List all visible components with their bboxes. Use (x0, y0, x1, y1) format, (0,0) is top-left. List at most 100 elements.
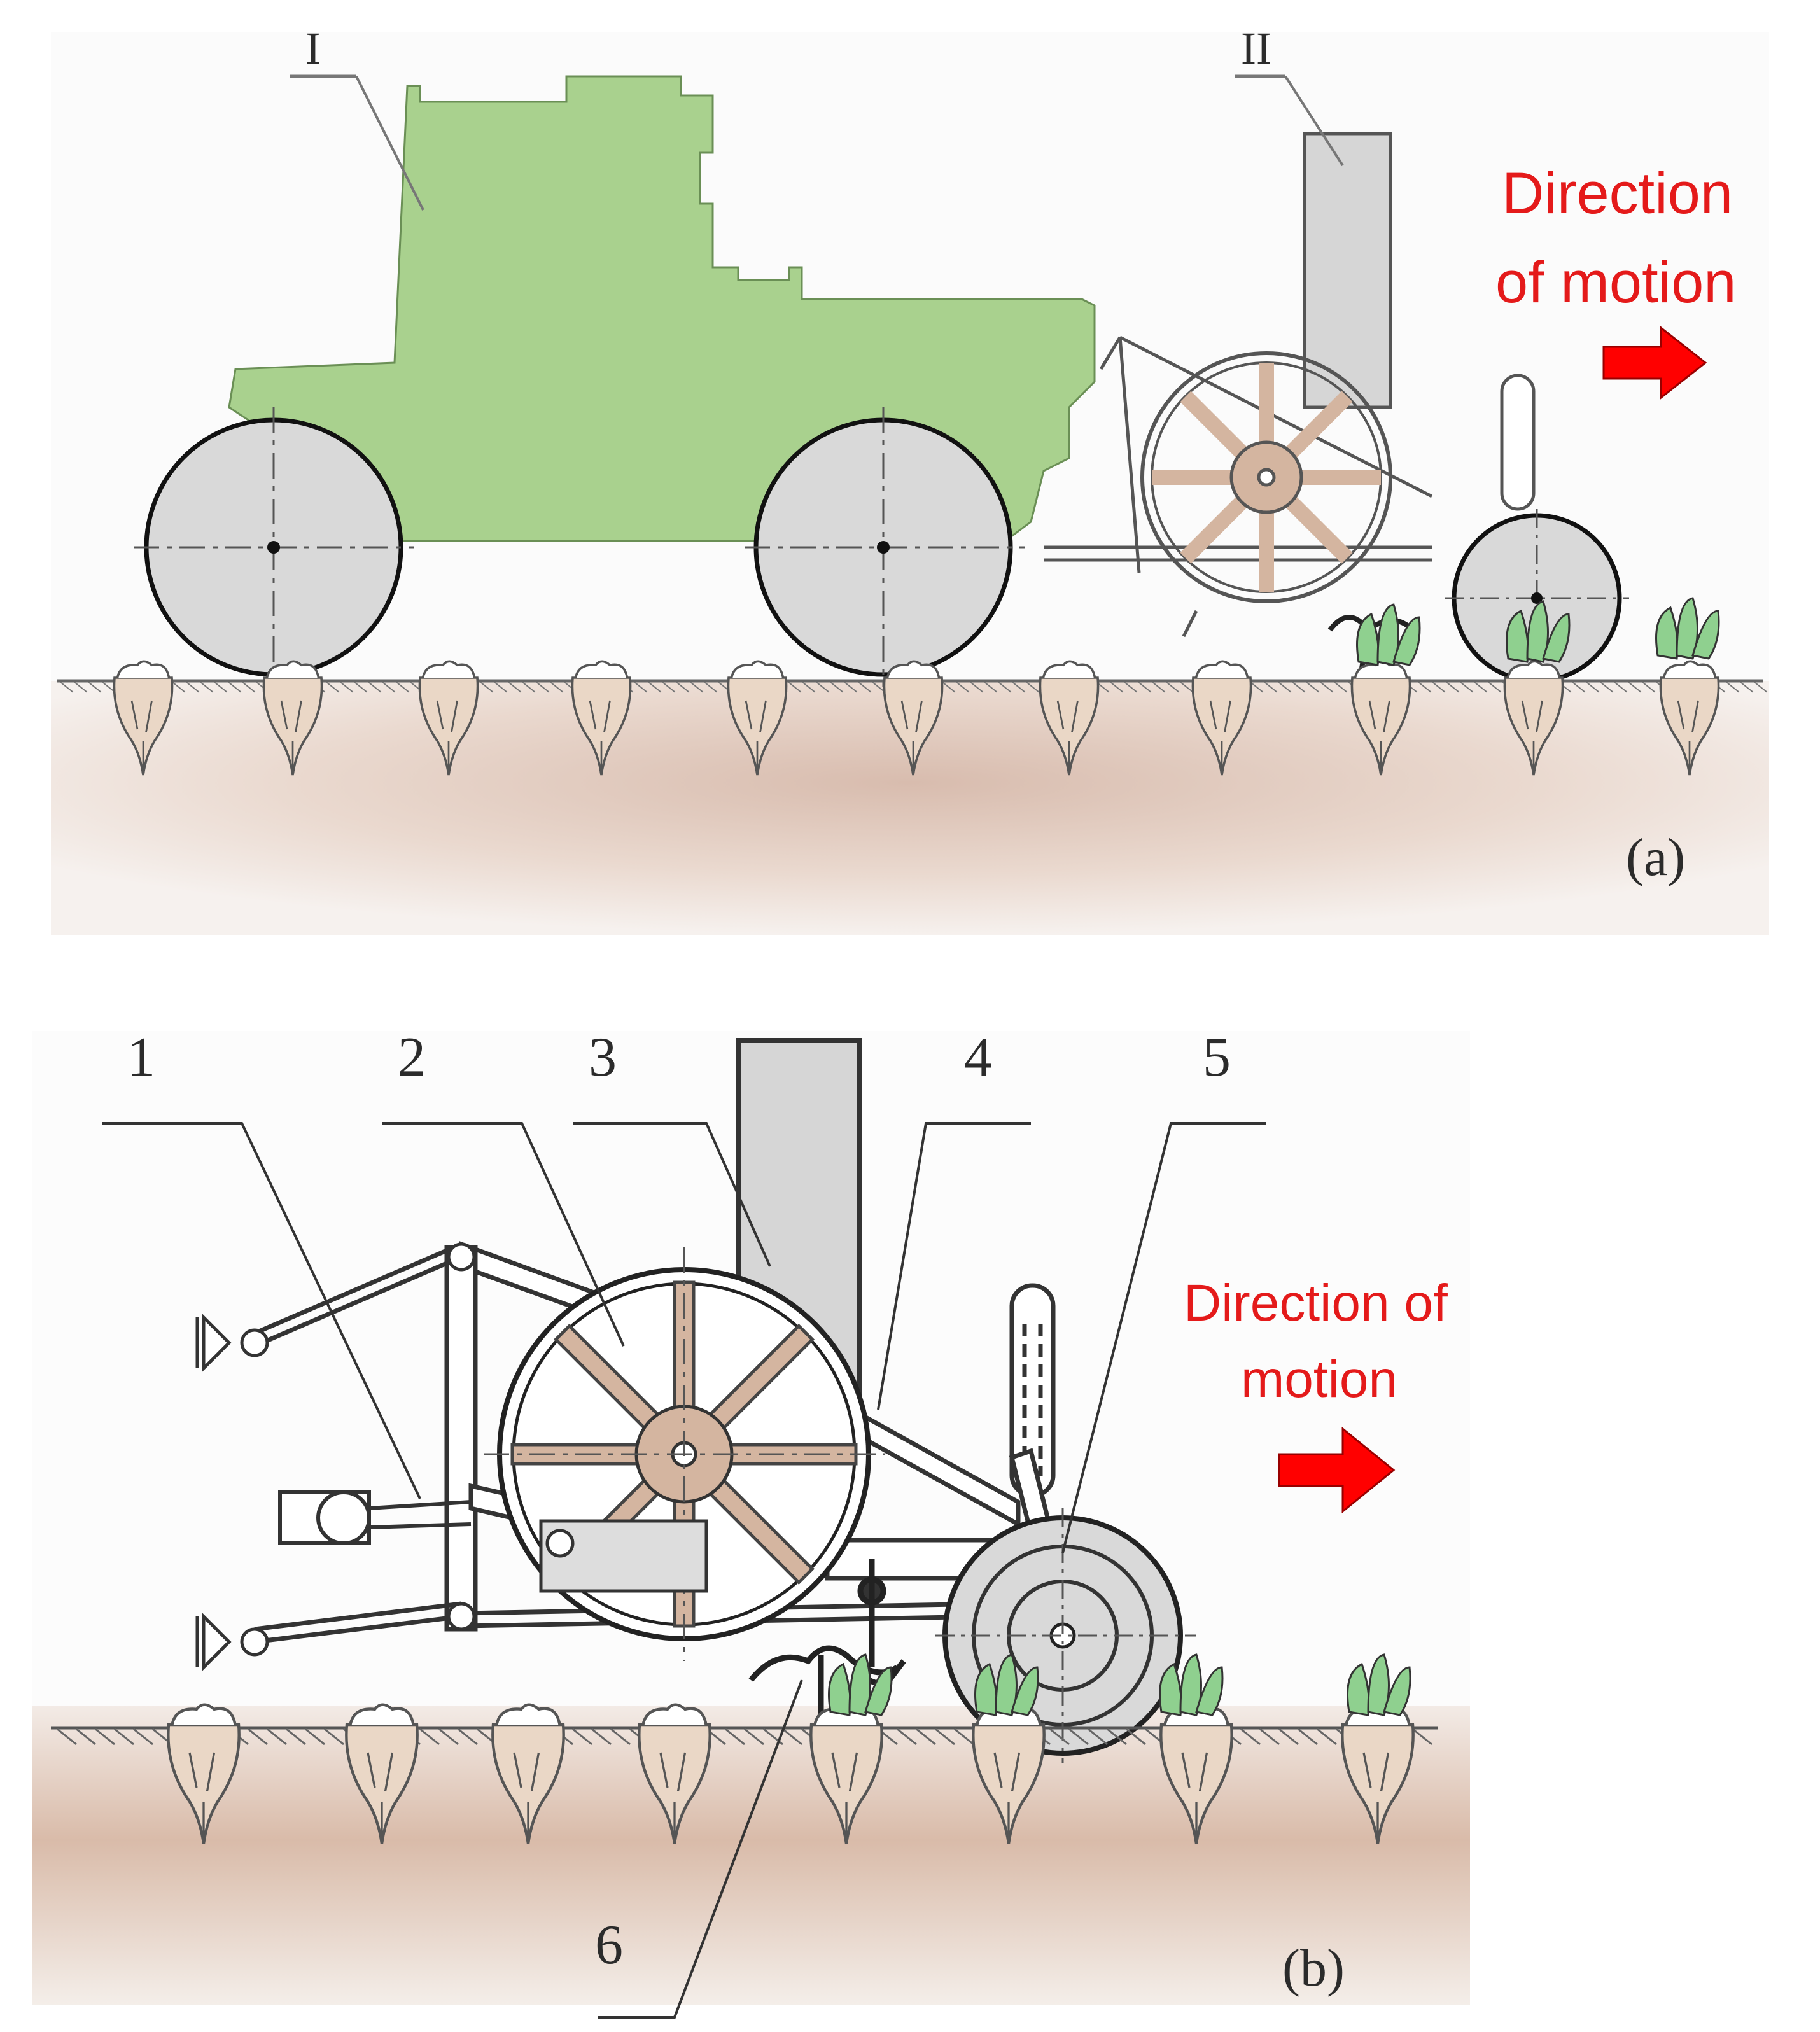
hatch-stroke (1460, 682, 1474, 693)
hatch-stroke (228, 682, 242, 693)
hatch-stroke (1152, 682, 1166, 693)
callout-6: 6 (595, 1914, 623, 1976)
direction-text-a-line1: Direction (1502, 161, 1733, 226)
hatch-stroke (550, 682, 564, 693)
hatch-stroke (676, 682, 690, 693)
hatch-stroke (1124, 682, 1138, 693)
hatch-stroke (1432, 682, 1446, 693)
hatch-stroke (102, 682, 116, 693)
callout-1: 1 (127, 1027, 155, 1088)
hatch-stroke (830, 682, 844, 693)
label-tractor: I (305, 23, 321, 74)
hatch-stroke (200, 682, 214, 693)
hatch-stroke (1292, 682, 1306, 693)
callout-labels: 1 2 3 4 5 6 (127, 1027, 1231, 1976)
hatch-stroke (368, 682, 382, 693)
callout-3: 3 (589, 1027, 617, 1088)
hatch-stroke (1259, 1728, 1280, 1746)
direction-text-a-line2: of motion (1495, 250, 1736, 315)
hatch-stroke (1126, 1728, 1146, 1746)
hatch-stroke (1474, 682, 1488, 693)
hatch-stroke (1628, 682, 1642, 693)
hatch-stroke (872, 682, 886, 693)
direction-text-b-line1: Direction of (1184, 1274, 1448, 1332)
hatch-stroke (1278, 1728, 1299, 1746)
hatch-stroke (572, 1728, 592, 1746)
hatch-stroke (1012, 682, 1026, 693)
hatch-stroke (458, 1728, 478, 1746)
hatch-stroke (1250, 682, 1264, 693)
hatch-stroke (340, 682, 354, 693)
hatch-stroke (1642, 682, 1656, 693)
hatch-stroke (114, 1728, 134, 1746)
hatch-stroke (782, 1728, 802, 1746)
hatch-stroke (242, 682, 256, 693)
hatch-stroke (324, 1728, 344, 1746)
hatch-stroke (648, 682, 662, 693)
hatch-stroke (1726, 682, 1740, 693)
hitch-points (195, 1242, 476, 1672)
hatch-stroke (1088, 1728, 1108, 1746)
direction-text-b-line2: motion (1241, 1350, 1397, 1408)
caption-b: (b) (1282, 1938, 1345, 1998)
hatch-stroke (725, 1728, 745, 1746)
hatch-stroke (438, 1728, 459, 1746)
hatch-stroke (1334, 682, 1348, 693)
hatch-stroke (1586, 682, 1600, 693)
leader-I-diag (355, 76, 424, 211)
hatch-stroke (536, 682, 550, 693)
hatch-stroke (897, 1728, 917, 1746)
hatch-stroke (1026, 682, 1040, 693)
hatch-stroke (214, 682, 228, 693)
hatch-stroke (984, 682, 998, 693)
cutter-tool (748, 1559, 906, 1718)
hatch-stroke (522, 682, 536, 693)
hatch-stroke (1320, 682, 1334, 693)
press-wheel (935, 1508, 1196, 1763)
label-machine: II (1241, 23, 1271, 74)
hatch-stroke (95, 1728, 115, 1746)
hatch-stroke (634, 682, 648, 693)
hatch-stroke (690, 682, 704, 693)
hatch-stroke (1138, 682, 1152, 693)
hatch-stroke (1488, 682, 1502, 693)
hatch-stroke (508, 682, 522, 693)
callout-5: 5 (1203, 1027, 1231, 1088)
mounted-machine (1044, 132, 1536, 638)
hatch-stroke (1412, 1728, 1432, 1746)
hatch-stroke (816, 682, 830, 693)
hatch-stroke (326, 682, 340, 693)
hatch-stroke (935, 1728, 955, 1746)
hatch-stroke (1306, 682, 1320, 693)
hatch-stroke (802, 682, 816, 693)
hatch-stroke (1446, 682, 1460, 693)
caption-a: (a) (1626, 828, 1685, 887)
panel-b: 1 2 3 4 5 6 Direction of motion (b) (32, 1027, 1470, 2019)
hatch-stroke (480, 682, 494, 693)
soil-background-b (32, 1706, 1470, 2005)
direction-arrow-a (1602, 325, 1707, 400)
hatch-stroke (1240, 1728, 1261, 1746)
hatch-stroke (970, 682, 984, 693)
hatch-stroke (1418, 682, 1432, 693)
hatch-stroke (76, 1728, 96, 1746)
hatch-stroke (1298, 1728, 1318, 1746)
hatch-stroke (1264, 682, 1278, 693)
direction-arrow-b (1278, 1426, 1396, 1514)
hatch-stroke (1107, 1728, 1127, 1746)
hatch-stroke (57, 1728, 77, 1746)
hatch-stroke (286, 1728, 306, 1746)
callout-2: 2 (398, 1027, 426, 1088)
hatch-stroke (494, 682, 508, 693)
hatch-stroke (610, 1728, 631, 1746)
leader-II-diag (1284, 75, 1344, 167)
hatch-stroke (916, 1728, 936, 1746)
hatch-stroke (1166, 682, 1180, 693)
hatch-stroke (1110, 682, 1124, 693)
hatch-stroke (1600, 682, 1614, 693)
hatch-stroke (1317, 1728, 1337, 1746)
hatch-stroke (1572, 682, 1586, 693)
hatch-stroke (419, 1728, 440, 1746)
hatch-stroke (1278, 682, 1292, 693)
